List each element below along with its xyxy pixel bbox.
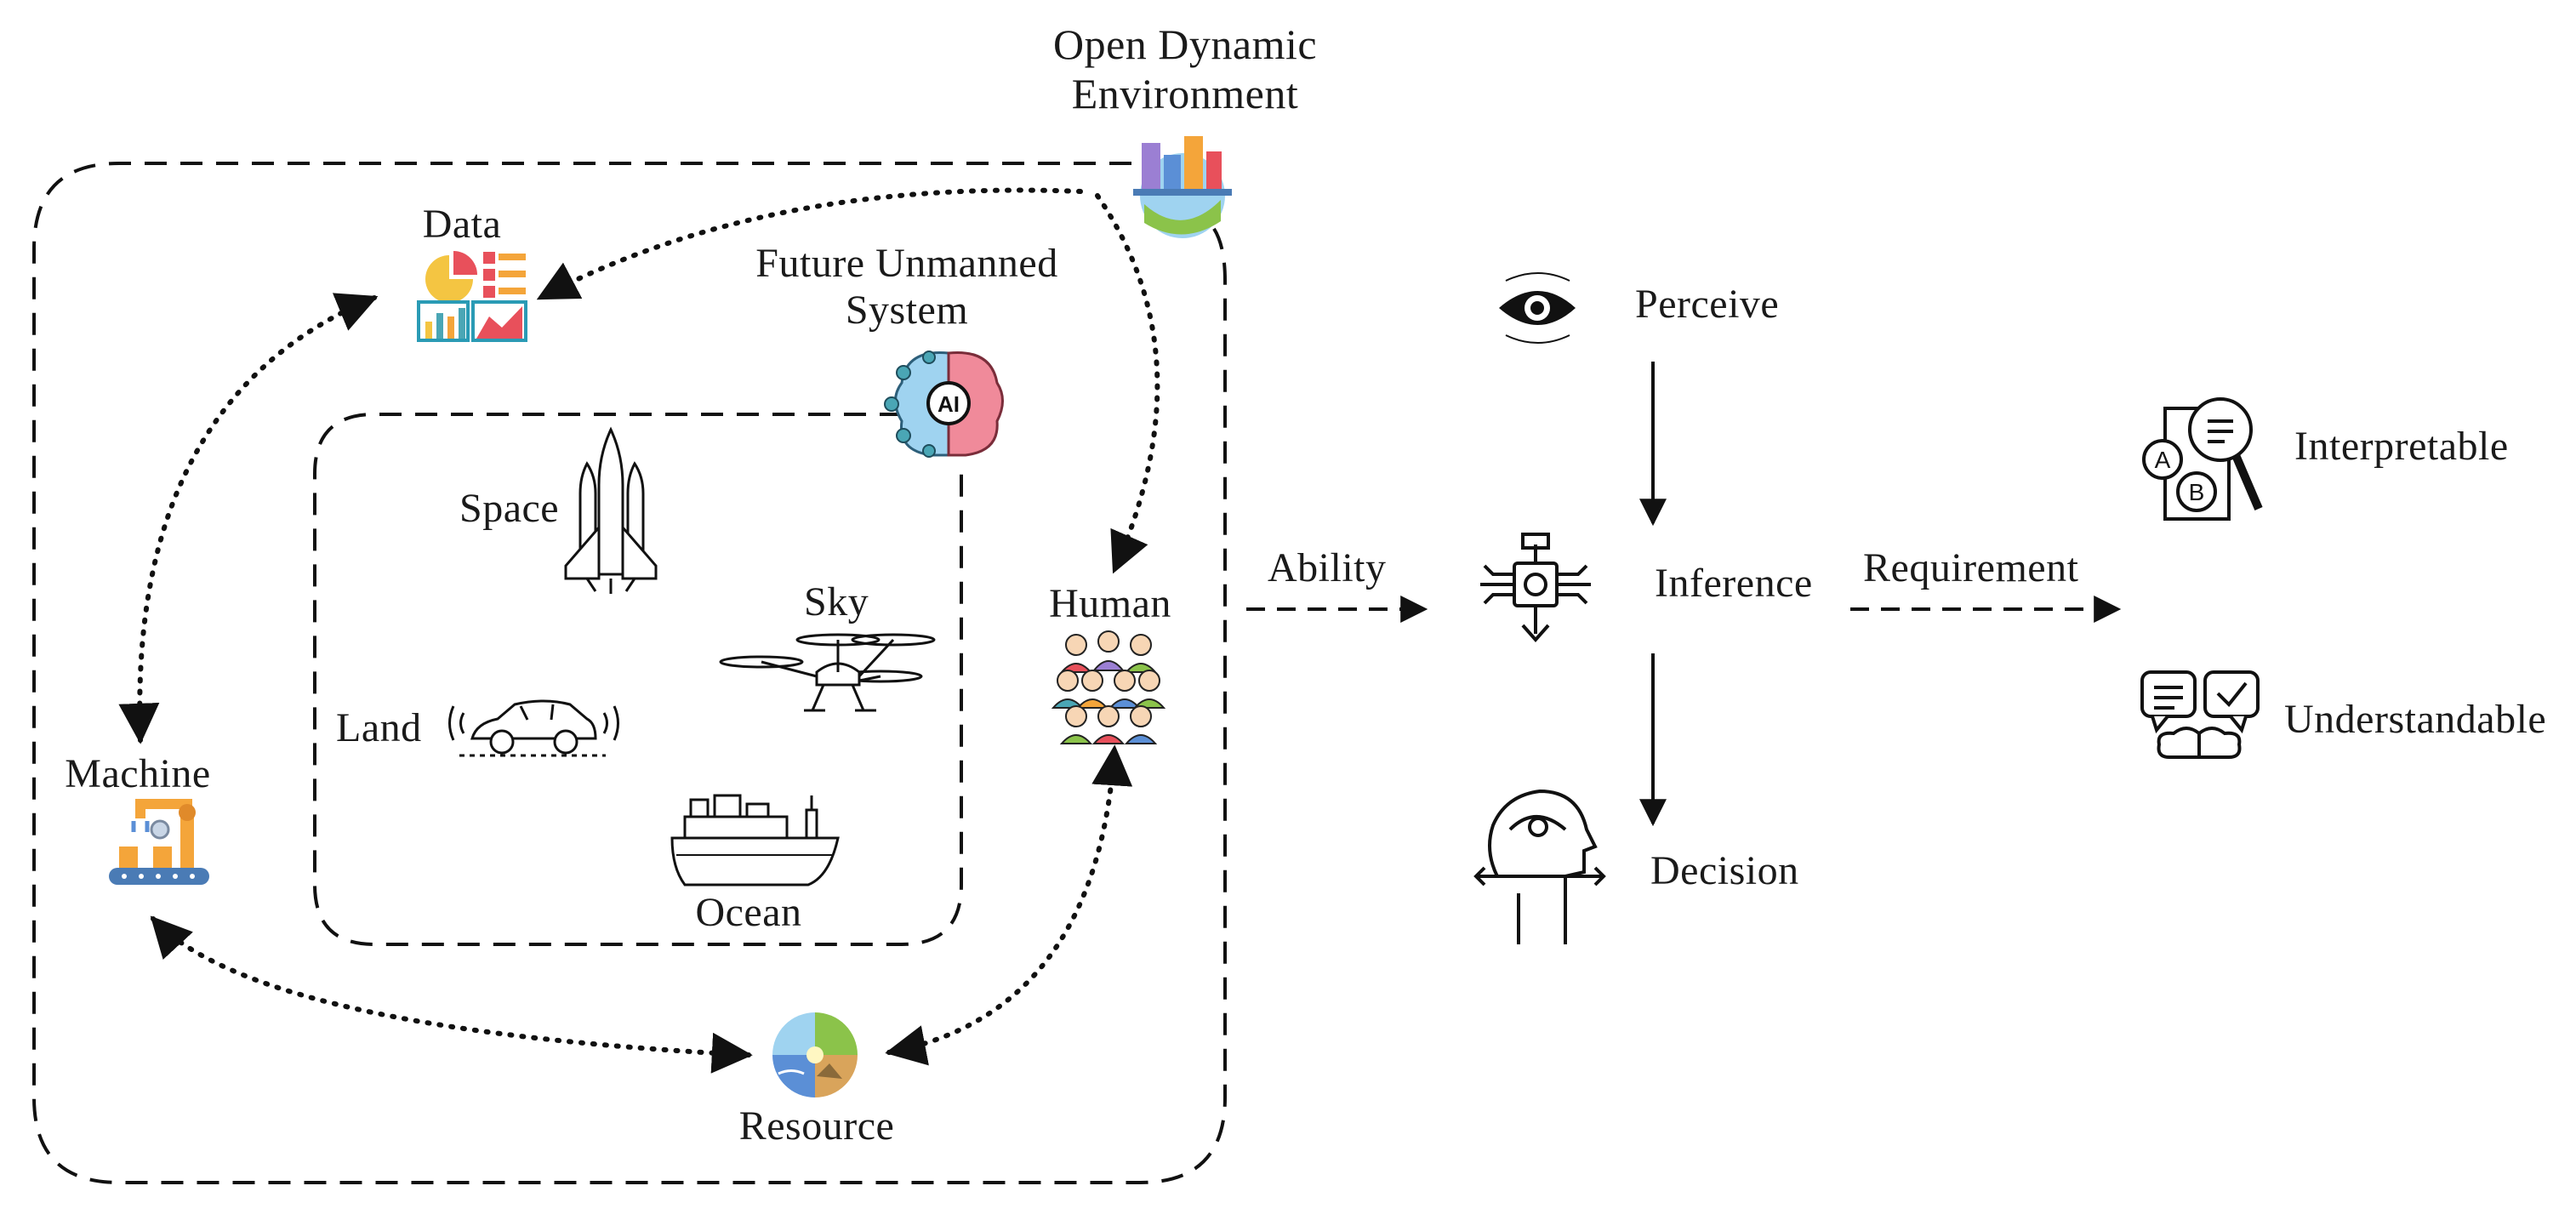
space-shuttle-icon: [564, 426, 658, 594]
machine-label: Machine: [65, 751, 211, 796]
future-unmanned-system-label: Future Unmanned System: [755, 240, 1057, 334]
inference-label: Inference: [1655, 561, 1813, 606]
system-label-line-1: Future Unmanned: [755, 241, 1058, 286]
ability-label: Ability: [1268, 545, 1387, 590]
link-data-machine: [118, 293, 379, 744]
ocean-label: Ocean: [695, 890, 802, 935]
people-group-icon: [1051, 630, 1166, 744]
system-label-line-2: System: [845, 288, 969, 334]
human-label: Human: [1049, 581, 1171, 626]
resource-label: Resource: [738, 1103, 895, 1149]
chart-dashboard-icon: [417, 251, 527, 342]
ai-brain-icon: [884, 351, 1004, 458]
ship-icon: [670, 794, 840, 886]
space-label: Space: [459, 486, 560, 531]
outer-environment-boundary: [32, 162, 1227, 1184]
chip-icon: [1480, 533, 1591, 643]
drone-icon: [719, 633, 936, 712]
link-machine-resource: [150, 915, 753, 1074]
environment-label-line-1: Open Dynamic: [1052, 20, 1318, 68]
link-environment-human: [1095, 193, 1160, 574]
land-label: Land: [336, 705, 422, 750]
environment-label-line-2: Environment: [1071, 69, 1299, 117]
link-resource-human: [885, 744, 1133, 1066]
head-gear-icon: [1473, 789, 1606, 944]
option-b-text: B: [2189, 479, 2205, 505]
speech-brain-icon: [2140, 670, 2260, 759]
car-icon: [448, 699, 619, 757]
ai-badge-text: AI: [938, 391, 960, 417]
open-dynamic-environment-label: Open Dynamic Environment: [1053, 20, 1317, 118]
interpretable-label: Interpretable: [2294, 424, 2509, 469]
data-label: Data: [422, 202, 502, 247]
resource-globe-icon: [772, 1012, 858, 1097]
city-globe-icon: [1133, 136, 1232, 238]
perceive-label: Perceive: [1635, 282, 1780, 327]
document-magnifier-icon: [2142, 397, 2263, 521]
understandable-label: Understandable: [2284, 697, 2547, 742]
robot-arm-icon: [109, 799, 209, 885]
decision-label: Decision: [1650, 848, 1799, 893]
requirement-label: Requirement: [1863, 545, 2079, 590]
link-environment-data: [536, 187, 1083, 300]
option-a-text: A: [2155, 447, 2171, 473]
eye-icon: [1499, 272, 1576, 344]
sky-label: Sky: [804, 579, 869, 624]
